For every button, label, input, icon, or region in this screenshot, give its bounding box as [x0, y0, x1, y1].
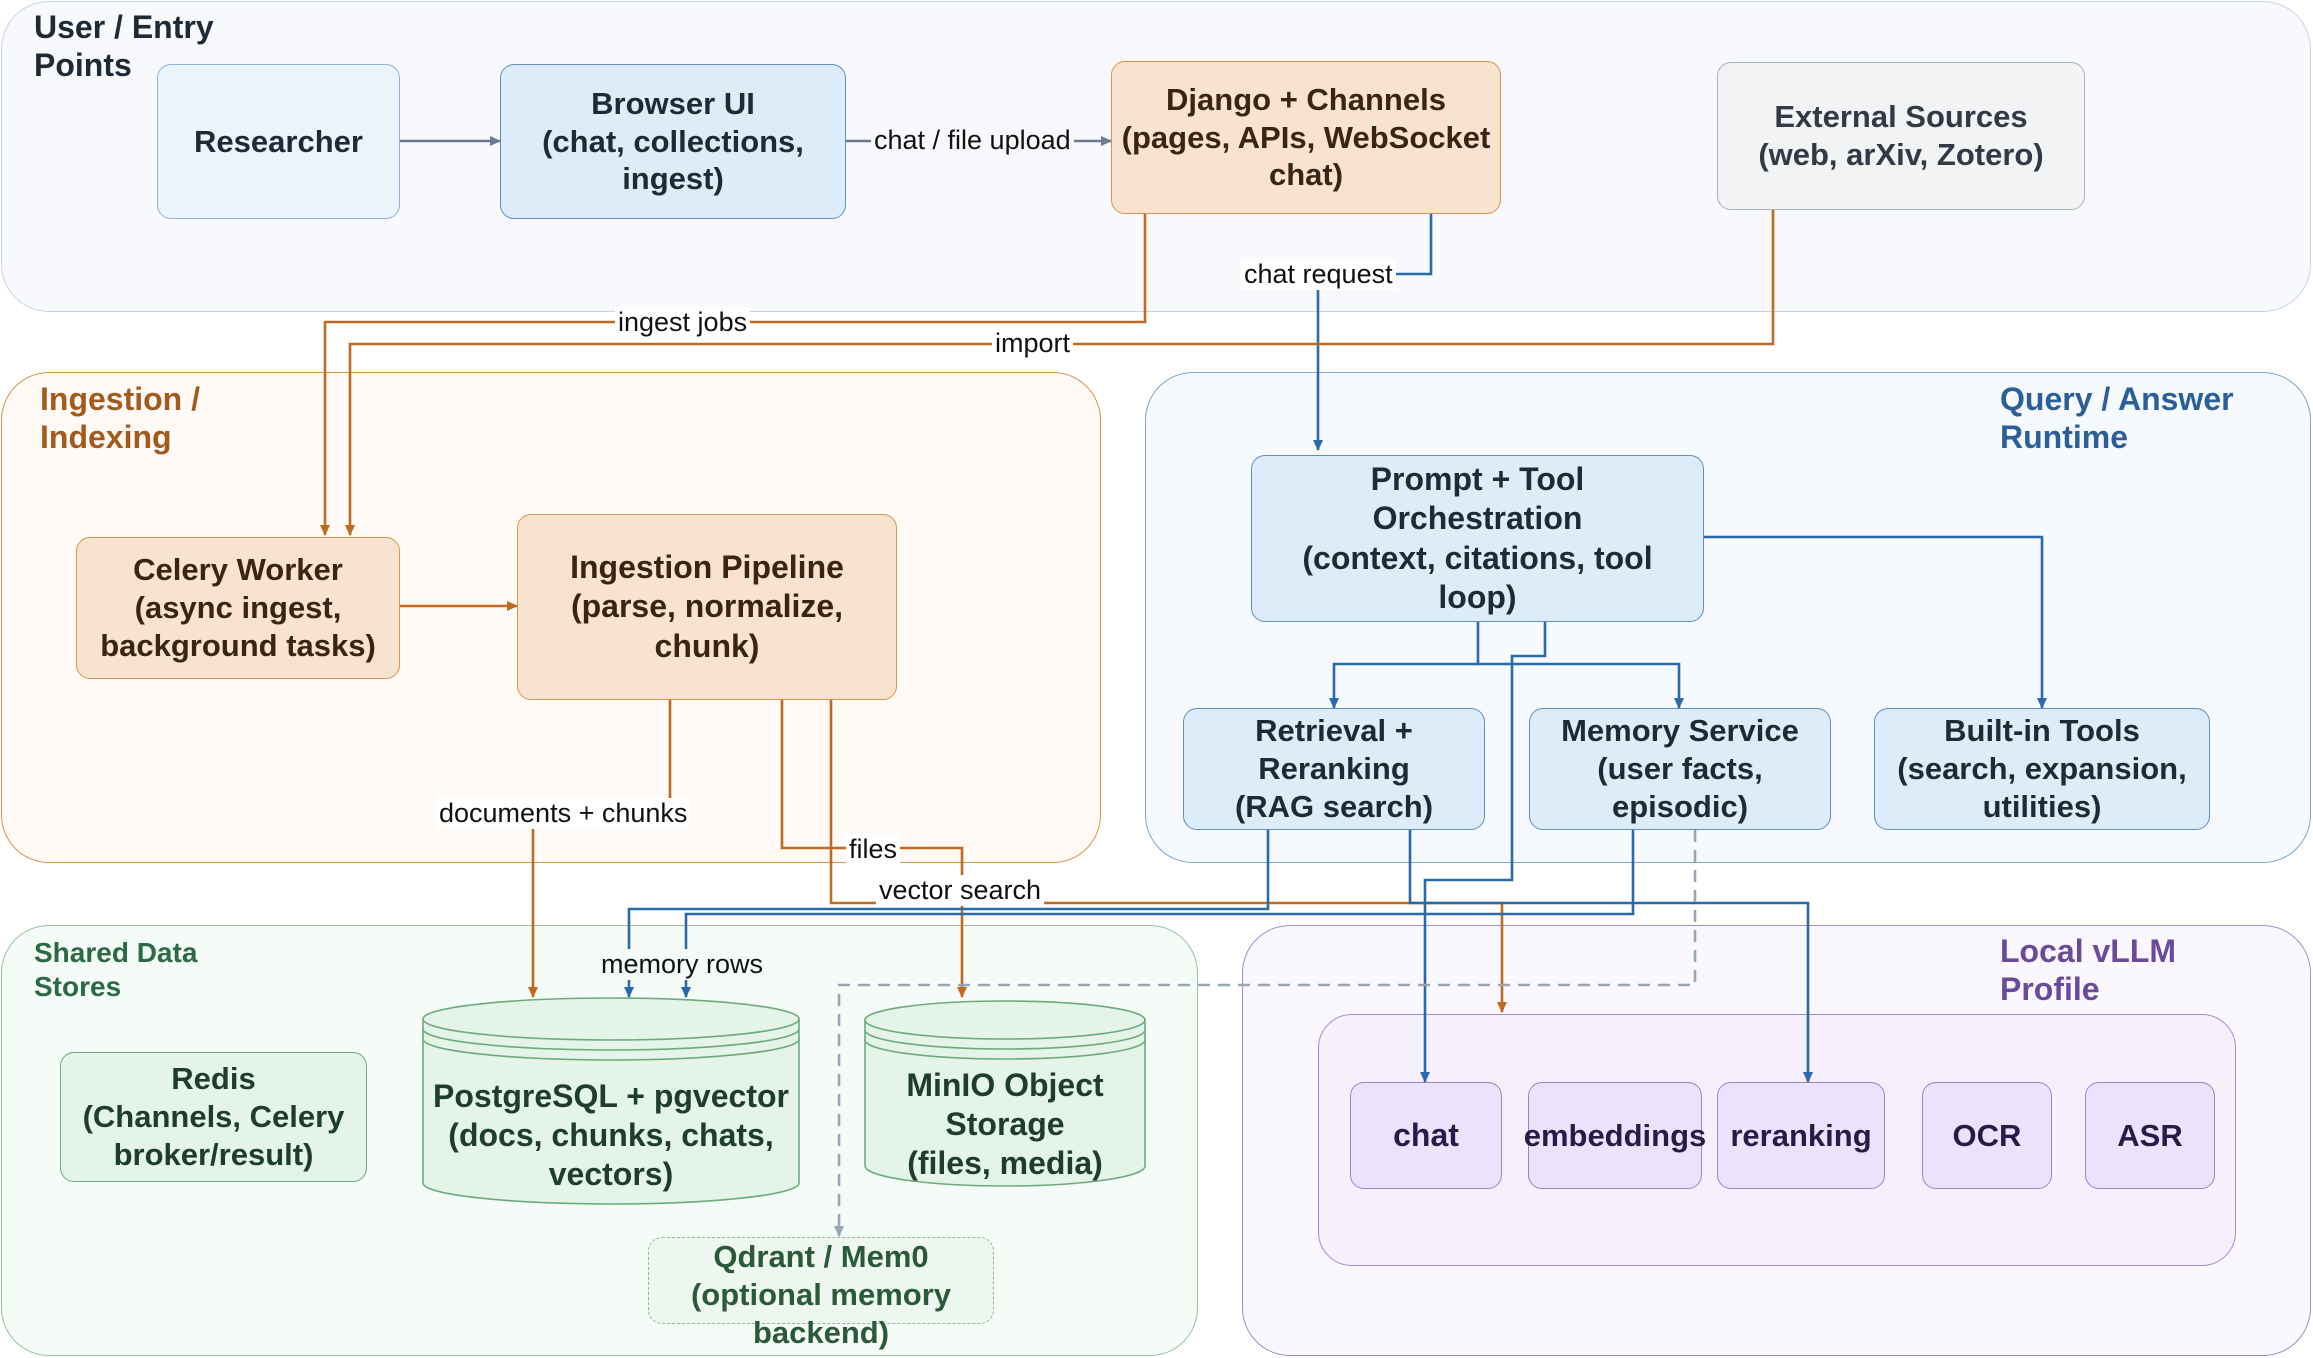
edge-memory-qdrant — [834, 830, 1697, 1237]
node-redis[interactable]: Redis (Channels, Celery broker/result) — [60, 1052, 367, 1182]
edge-label-chat-upload: chat / file upload — [871, 125, 1074, 157]
node-model-asr[interactable]: ASR — [2085, 1082, 2215, 1189]
node-qdrant-mem0[interactable]: Qdrant / Mem0 (optional memory backend) — [648, 1237, 994, 1350]
minio-label: MinIO Object Storage (files, media) — [906, 1067, 1104, 1182]
node-memory-service[interactable]: Memory Service (user facts, episodic) — [1529, 708, 1831, 830]
edge-orch-chat — [1420, 622, 1547, 1083]
node-prompt-tool-orchestration[interactable]: Prompt + Tool Orchestration (context, ci… — [1251, 455, 1704, 622]
region-title-vllm: Local vLLM Profile — [2000, 933, 2177, 1008]
edge-label-chat-request: chat request — [1241, 259, 1396, 291]
node-model-ocr[interactable]: OCR — [1922, 1082, 2052, 1189]
edge-memory-postgres — [681, 830, 1635, 998]
edge-label-import: import — [992, 328, 1074, 360]
edge-pipeline-embeddings — [829, 700, 1507, 1013]
edge-chat-request — [1313, 206, 1433, 451]
node-researcher[interactable]: Researcher — [157, 64, 400, 219]
edge-orch-memory — [1478, 662, 1684, 709]
node-builtin-tools[interactable]: Built-in Tools (search, expansion, utili… — [1874, 708, 2210, 830]
edge-orch-builtin — [1704, 535, 2047, 709]
region-title-query: Query / Answer Runtime — [2000, 381, 2234, 456]
edge-label-vector-search: vector search — [876, 875, 1045, 907]
edge-label-files: files — [846, 834, 901, 866]
node-model-reranking[interactable]: reranking — [1717, 1082, 1885, 1189]
edge-label-memory-rows: memory rows — [598, 949, 767, 981]
node-django-channels[interactable]: Django + Channels (pages, APIs, WebSocke… — [1111, 61, 1501, 214]
region-title-user: User / Entry Points — [34, 9, 214, 84]
region-title-ingestion: Ingestion / Indexing — [40, 381, 200, 456]
node-ingestion-pipeline[interactable]: Ingestion Pipeline (parse, normalize, ch… — [517, 514, 897, 700]
region-title-stores: Shared Data Stores — [34, 937, 198, 1002]
edge-orch-retrieval — [1329, 622, 1480, 709]
postgres-label: PostgreSQL + pgvector (docs, chunks, cha… — [433, 1078, 789, 1193]
edge-label-ingest-jobs: ingest jobs — [615, 307, 751, 339]
edge-label-docs-chunks: documents + chunks — [436, 798, 691, 830]
node-celery-worker[interactable]: Celery Worker (async ingest, background … — [76, 537, 400, 679]
node-browser-ui[interactable]: Browser UI (chat, collections, ingest) — [500, 64, 846, 219]
node-retrieval-reranking[interactable]: Retrieval + Reranking (RAG search) — [1183, 708, 1485, 830]
node-external-sources[interactable]: External Sources (web, arXiv, Zotero) — [1717, 62, 2085, 210]
node-postgresql-pgvector[interactable]: PostgreSQL + pgvector (docs, chunks, cha… — [422, 997, 800, 1205]
edge-retrieval-reranking — [1408, 830, 1813, 1083]
node-model-embeddings[interactable]: embeddings — [1524, 1082, 1706, 1189]
edge-ingest-jobs — [320, 214, 1147, 536]
node-model-chat[interactable]: chat — [1350, 1082, 1502, 1189]
node-minio-object-storage[interactable]: MinIO Object Storage (files, media) — [864, 1000, 1146, 1188]
